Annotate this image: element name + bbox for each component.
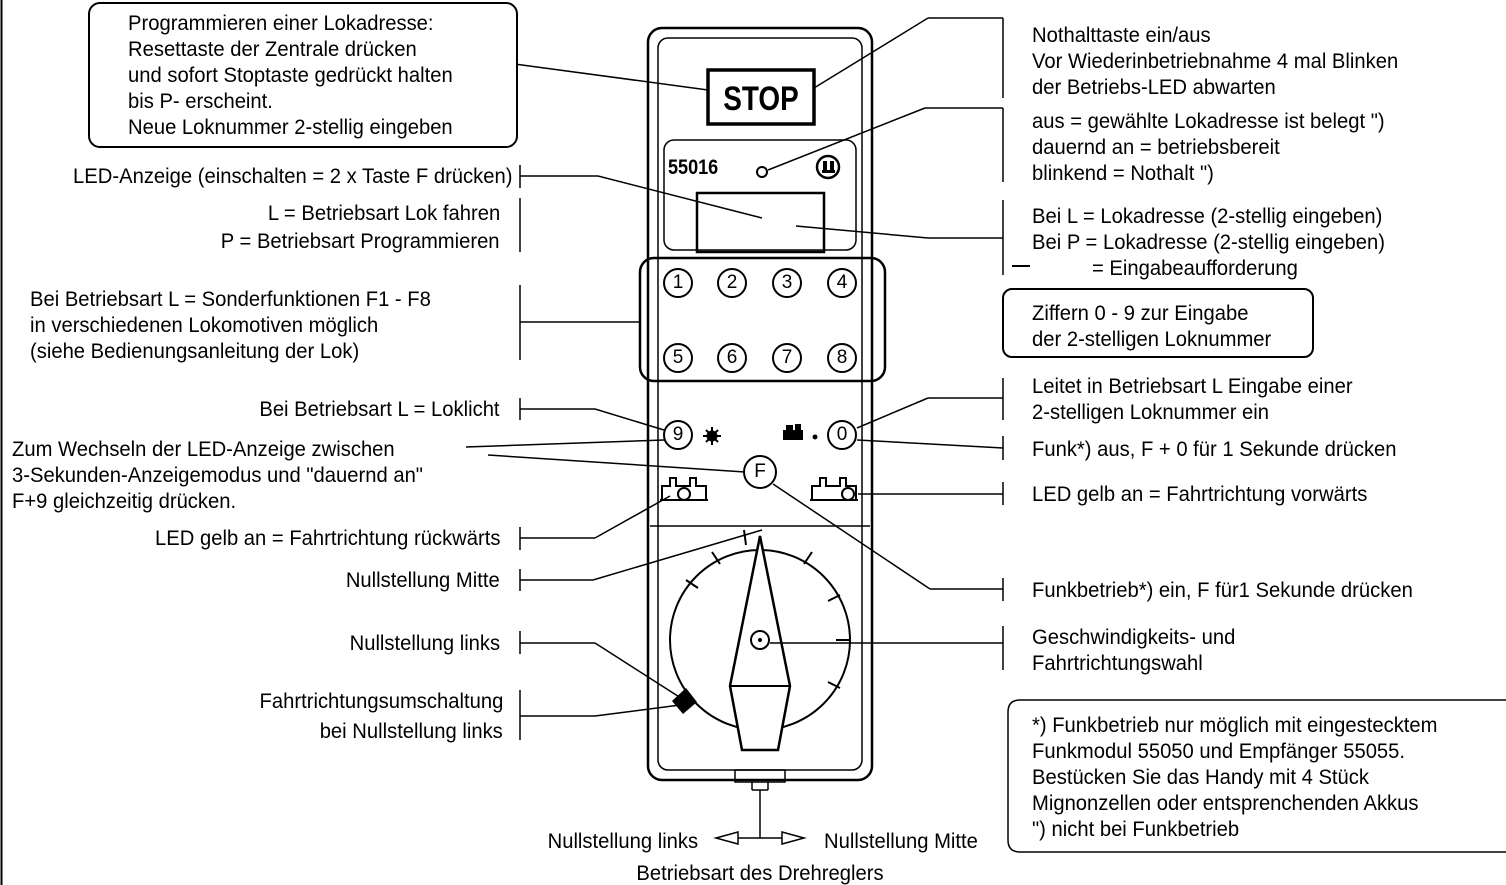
key-9[interactable]: 9 xyxy=(672,424,684,445)
locomotive-reverse-icon xyxy=(660,477,708,501)
reverse-label: LED gelb an = Fahrtrichtung rückwärts xyxy=(154,526,500,550)
note-box xyxy=(1007,699,1506,853)
switch-led-line-3: F+9 gleichzeitig drücken. xyxy=(12,489,237,513)
callout-lines xyxy=(465,61,763,740)
direction-switch-marker xyxy=(672,688,697,714)
enter-number-line-2: 2-stelligen Loknummer ein xyxy=(1032,400,1270,424)
bottom-null-middle-label: Nullstellung Mitte xyxy=(824,829,978,853)
switch-led-line-2: 3-Sekunden-Anzeigemodus und "dauernd an" xyxy=(12,463,423,487)
bottom-null-left-label: Nullstellung links xyxy=(547,829,698,853)
led-status-line-3: blinkend = Nothalt ") xyxy=(1032,161,1214,185)
key-3[interactable]: 3 xyxy=(781,272,793,293)
locomotive-forward-icon xyxy=(810,477,858,501)
stop-button-shape xyxy=(706,68,816,126)
loklicht-label: Bei Betriebsart L = Loklicht xyxy=(259,397,500,421)
digits-line-1: Ziffern 0 - 9 zur Eingabe xyxy=(1032,301,1249,325)
speed-line-2: Fahrtrichtungswahl xyxy=(1032,651,1203,675)
emergency-line-2: Vor Wiederinbetriebnahme 4 mal Blinken xyxy=(1032,49,1399,73)
led-status-line-1: aus = gewählte Lokadresse ist belegt ") xyxy=(1032,109,1385,133)
digits-line-2: der 2-stelligen Loknummer xyxy=(1032,327,1272,351)
rotary-knob xyxy=(669,529,851,752)
handheld-controller xyxy=(638,26,887,845)
address-line-1: Bei L = Lokadresse (2-stellig eingeben) xyxy=(1032,204,1383,228)
note-line-5: ") nicht bei Funkbetrieb xyxy=(1032,817,1240,841)
mode-p-label: P = Betriebsart Programmieren xyxy=(221,229,500,253)
key-8[interactable]: 8 xyxy=(836,347,848,368)
mode-l-label: L = Betriebsart Lok fahren xyxy=(267,201,500,225)
key-6[interactable]: 6 xyxy=(726,347,738,368)
key-1[interactable]: 1 xyxy=(672,272,684,293)
note-line-4: Mignonzellen oder entsprenchenden Akkus xyxy=(1032,791,1419,815)
key-5[interactable]: 5 xyxy=(672,347,684,368)
digits-info-box xyxy=(1002,288,1314,358)
program-line-1: Programmieren einer Lokadresse: xyxy=(128,11,434,35)
key-4[interactable]: 4 xyxy=(836,272,848,293)
key-f[interactable]: F xyxy=(754,461,766,482)
emergency-line-3: der Betriebs-LED abwarten xyxy=(1032,75,1276,99)
switch-led-line-1: Zum Wechseln der LED-Anzeige zwischen xyxy=(12,437,395,461)
stop-button[interactable]: STOP xyxy=(723,80,799,118)
address-line-2: Bei P = Lokadresse (2-stellig eingeben) xyxy=(1032,230,1385,254)
speed-line-1: Geschwindigkeits- und xyxy=(1032,625,1236,649)
led-display-label: LED-Anzeige (einschalten = 2 x Taste F d… xyxy=(72,164,512,188)
address-line-3: = Eingabeaufforderung xyxy=(1092,256,1298,280)
program-line-5: Neue Loknummer 2-stellig eingeben xyxy=(128,115,453,139)
note-line-3: Bestücken Sie das Handy mit 4 Stück xyxy=(1032,765,1370,789)
radio-loco-icon xyxy=(783,424,818,440)
model-number: 55016 xyxy=(668,156,719,179)
programming-info-box xyxy=(88,2,518,148)
note-line-1: *) Funkbetrieb nur möglich mit eingestec… xyxy=(1032,713,1438,737)
special-functions-line-3: (siehe Bedienungsanleitung der Lok) xyxy=(30,339,360,363)
led-status-line-2: dauernd an = betriebsbereit xyxy=(1032,135,1280,159)
funk-on-label: Funkbetrieb*) ein, F für1 Sekunde drücke… xyxy=(1032,578,1413,602)
special-functions-line-1: Bei Betriebsart L = Sonderfunktionen F1 … xyxy=(30,287,431,311)
plug-icon xyxy=(815,154,841,180)
funk-off-label: Funk*) aus, F + 0 für 1 Sekunde drücken xyxy=(1032,437,1397,461)
rotary-mode-label: Betriebsart des Drehreglers xyxy=(636,861,884,885)
status-led xyxy=(756,166,768,178)
key-7[interactable]: 7 xyxy=(781,347,793,368)
emergency-line-1: Nothalttaste ein/aus xyxy=(1032,23,1211,47)
program-line-4: bis P- erscheint. xyxy=(128,89,273,113)
special-functions-line-2: in verschiedenen Lokomotiven möglich xyxy=(30,313,379,337)
null-middle-label: Nullstellung Mitte xyxy=(346,568,500,592)
forward-label: LED gelb an = Fahrtrichtung vorwärts xyxy=(1032,482,1368,506)
direction-switch-line-1: Fahrtrichtungsumschaltung xyxy=(259,689,503,713)
note-line-2: Funkmodul 55050 und Empfänger 55055. xyxy=(1032,739,1406,763)
sun-icon xyxy=(703,427,721,445)
program-line-2: Resettaste der Zentrale drücken xyxy=(128,37,417,61)
key-2[interactable]: 2 xyxy=(726,272,738,293)
null-left-label: Nullstellung links xyxy=(349,631,500,655)
key-0[interactable]: 0 xyxy=(836,424,848,445)
direction-switch-line-2: bei Nullstellung links xyxy=(319,719,503,743)
program-line-3: und sofort Stoptaste gedrückt halten xyxy=(128,63,453,87)
enter-number-line-1: Leitet in Betriebsart L Eingabe einer xyxy=(1032,374,1353,398)
